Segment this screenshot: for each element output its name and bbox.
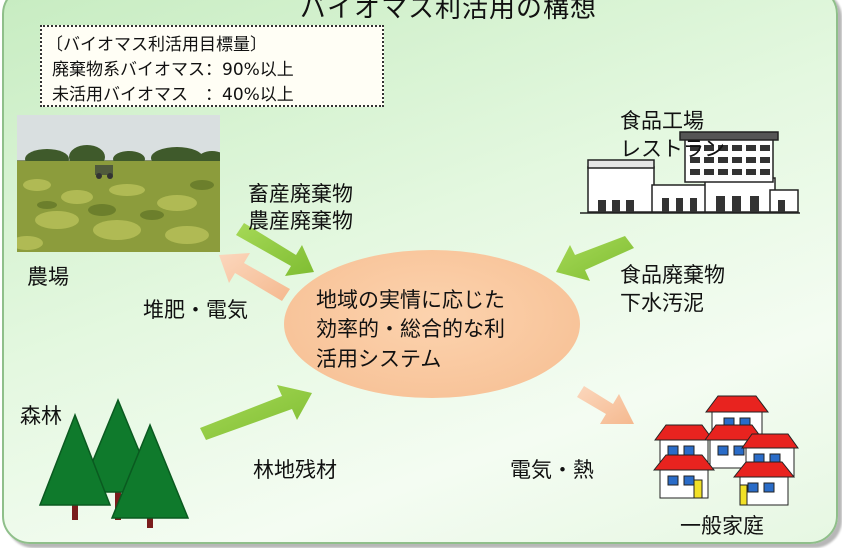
label-farm: 農場	[27, 265, 69, 289]
center-text-line-1: 地域の実情に応じた	[316, 288, 505, 312]
label-food-waste: 食品廃棄物	[620, 263, 725, 287]
label-food-factory: 食品工場	[620, 109, 704, 133]
diagram-title: バイオマス利活用の構想	[300, 0, 598, 24]
houses-icon	[652, 395, 799, 506]
arrow-factory-to-center	[556, 236, 634, 281]
label-sewage-sludge: 下水汚泥	[620, 291, 704, 315]
label-forest-residue: 林地残材	[253, 458, 337, 482]
target-line-waste: 廃棄物系バイオマス：90%以上	[52, 60, 294, 80]
farm-photo-graphic	[17, 115, 220, 252]
arrow-center-to-farm	[219, 253, 290, 301]
factory-building-icon	[580, 131, 800, 214]
center-text-line-2: 効率的・総合的な利	[316, 317, 505, 342]
label-electricity-heat: 電気・熱	[510, 458, 594, 482]
farm-photo	[17, 115, 220, 252]
label-compost-electricity: 堆肥・電気	[143, 298, 248, 322]
target-heading: 〔バイオマス利活用目標量〕	[46, 35, 267, 55]
center-system-text: 地域の実情に応じた 効率的・総合的な利 活用システム	[316, 286, 566, 374]
label-agricultural-waste: 農産廃棄物	[248, 209, 353, 233]
label-households: 一般家庭	[680, 514, 764, 538]
center-system-ellipse	[284, 250, 580, 398]
target-line-unused: 未活用バイオマス ：40%以上	[52, 85, 294, 105]
label-restaurant: レストラン	[620, 137, 725, 161]
label-forest: 森林	[20, 404, 62, 428]
arrow-forest-to-center	[200, 385, 312, 440]
arrow-center-to-households	[577, 386, 634, 424]
arrow-farm-to-center	[236, 223, 314, 276]
center-text-line-3: 活用システム	[316, 346, 442, 371]
label-livestock-waste: 畜産廃棄物	[248, 182, 353, 206]
trees-icon	[38, 398, 190, 528]
target-box: 〔バイオマス利活用目標量〕 廃棄物系バイオマス：90%以上 未活用バイオマス ：…	[40, 25, 384, 107]
